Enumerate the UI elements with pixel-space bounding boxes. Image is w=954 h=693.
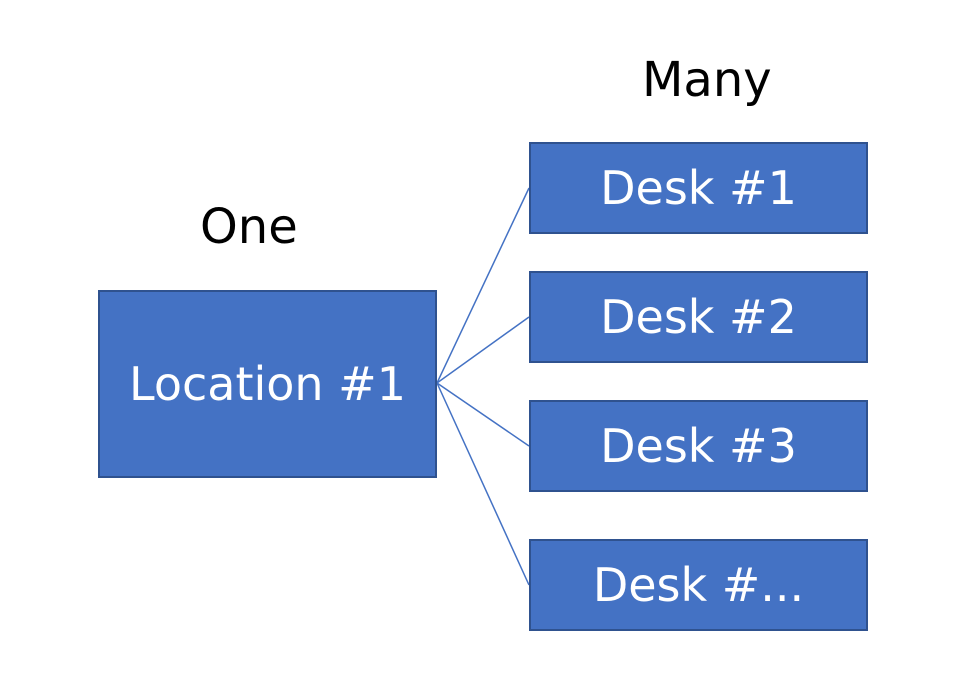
- connector-desk-4: [436, 382, 530, 586]
- location-box: Location #1: [98, 290, 437, 478]
- connector-desk-2: [436, 316, 530, 384]
- desk-label: Desk #3: [600, 419, 797, 473]
- desk-label: Desk #2: [600, 290, 797, 344]
- desk-box-more: Desk #...: [529, 539, 868, 631]
- connector-desk-1: [436, 187, 530, 384]
- location-label: Location #1: [129, 357, 406, 411]
- many-label: Many: [642, 52, 772, 108]
- desk-box-3: Desk #3: [529, 400, 868, 492]
- desk-box-1: Desk #1: [529, 142, 868, 234]
- desk-label: Desk #...: [592, 558, 805, 612]
- desk-label: Desk #1: [600, 161, 797, 215]
- desk-box-2: Desk #2: [529, 271, 868, 363]
- connector-desk-3: [436, 382, 530, 447]
- one-label: One: [200, 199, 298, 255]
